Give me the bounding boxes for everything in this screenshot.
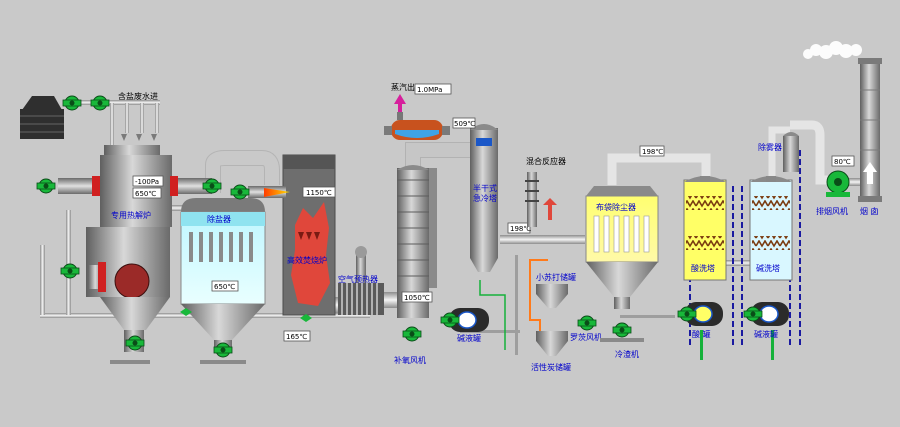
acid-tower[interactable] [683,176,727,281]
bag-in-temp-value: 198℃ [642,148,663,156]
air-preheater-label: 空气预热器 [338,274,378,284]
carbon-tank[interactable] [536,331,568,356]
roots-blower-label: 罗茨风机 [570,332,602,342]
incinerator-fan-icon[interactable] [230,184,250,200]
feed-arrow-icon [121,134,157,141]
pressure-main-value: -100Pa [135,178,159,186]
roots-blower-icon[interactable] [577,315,597,331]
acid-tower-label: 酸洗塔 [691,263,715,273]
incinerator-temp-value: 1150℃ [306,189,332,197]
air-preheater[interactable] [338,246,384,315]
furnace-temp-box [132,187,162,199]
steam-arrow-icon [394,94,406,112]
pressure-box [132,175,164,187]
stack-temp-box [831,155,855,167]
supplement-fan-label: 补氧风机 [394,355,426,365]
bag-filter[interactable] [585,186,659,309]
salt-remover-label: 除盐器 [207,214,231,224]
air-temp-value: 165℃ [286,333,307,341]
chimney[interactable] [858,58,882,202]
quench-out-temp-box [507,222,531,234]
boiler-lower-temp-box [401,291,433,303]
incinerator-label: 高效焚烧炉 [287,255,327,265]
boiler-out-temp-box [452,117,476,129]
alkali-tower[interactable] [749,176,793,281]
boiler-out-temp-value: 509℃ [454,120,475,128]
feed-tank-label: 含盐废水进 [118,91,158,101]
furnace-temp-value: 650℃ [135,190,156,198]
steam-drum[interactable] [384,112,450,140]
stack-temp-value: 80℃ [834,158,851,166]
ground-platform [110,338,644,364]
chimney-up-arrow-icon [863,162,877,184]
bag-filter-label: 布袋除尘器 [596,202,636,212]
alkali-tank-1[interactable] [449,308,489,332]
smoke-icon [803,41,862,59]
special-furnace-label: 专用热解炉 [111,210,151,220]
air-temp-box [283,330,311,342]
soda-tank-label: 小苏打储罐 [536,272,576,282]
supplement-fan-icon[interactable] [402,326,422,342]
quench-tower-label-2: 急冷塔 [473,193,497,203]
incinerator-temp-box [302,186,336,198]
demister-label: 除雾器 [758,142,782,152]
steam-pressure-value: 1.0MPa [417,86,442,94]
alkali-tank-2-label: 碱液罐 [754,329,778,339]
mixing-reactor-label: 混合反应器 [526,156,566,166]
alkali-tank-2[interactable] [751,302,789,326]
steam-pressure-box [414,83,452,95]
salt-temp-value: 650℃ [214,283,235,291]
quench-tower-label-1: 半干式 [473,183,497,193]
quench-tower[interactable] [470,124,498,272]
feed-tank[interactable] [20,96,64,139]
exhaust-fan-icon[interactable] [826,170,850,197]
acid-tank-label: 酸 罐 [692,329,711,339]
flame-icon [264,188,290,197]
quench-out-temp-value: 198℃ [510,225,531,233]
acid-tank[interactable] [685,302,723,326]
cold-slag-icon[interactable] [612,322,632,338]
valve-icon[interactable] [180,308,312,322]
alkali-tower-label: 碱洗塔 [756,263,780,273]
alkali-tank-1-label: 碱液罐 [457,333,481,343]
salt-temp-box [211,280,239,292]
bag-in-temp-box [639,145,665,157]
steam-out-label: 蒸汽出 [391,82,415,92]
mixing-reactor[interactable] [525,172,539,227]
carbon-tank-label: 活性炭储罐 [531,362,571,372]
cold-slag-label: 冷渣机 [615,349,639,359]
incinerator[interactable] [248,154,336,316]
demister[interactable] [783,132,799,172]
soda-tank[interactable] [536,284,568,308]
boiler-lower-temp-value: 1050℃ [404,294,430,302]
exhaust-fan-label: 排烟风机 [816,206,848,216]
chimney-label: 烟 囱 [860,206,879,216]
